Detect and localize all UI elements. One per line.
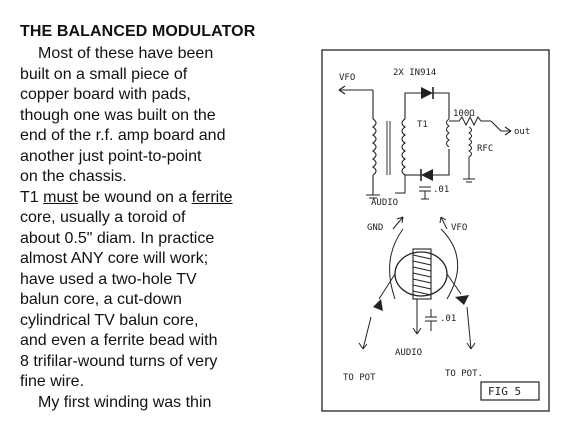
text-line: another just point-to-point bbox=[20, 147, 202, 165]
text-line: end of the r.f. amp board and bbox=[20, 127, 226, 144]
text-line: built on a small piece of bbox=[20, 65, 188, 83]
cap1-label: .01 bbox=[433, 185, 449, 195]
diodes-label: 2X IN914 bbox=[393, 68, 436, 78]
gnd-label: GND bbox=[367, 223, 383, 233]
diode-bottom bbox=[421, 169, 433, 181]
resistor bbox=[449, 115, 491, 127]
schematic-stroke bbox=[446, 273, 462, 295]
schematic-stroke bbox=[395, 175, 406, 194]
t1-label: T1 bbox=[417, 120, 428, 130]
ferrite-underlined: ferrite bbox=[191, 188, 233, 206]
to-pot-right-label: TO POT. bbox=[445, 369, 483, 379]
schematic-stroke bbox=[404, 92, 421, 119]
text-line: fine wire. bbox=[20, 373, 85, 390]
schematic-figure: VFO T1 2X IN914 100Ω bbox=[321, 49, 551, 413]
text-line: copper board with pads, bbox=[20, 86, 191, 103]
t1-middle: be wound on a bbox=[77, 188, 192, 206]
vfo-bottom-arrow bbox=[439, 216, 448, 230]
primary-coil bbox=[372, 118, 377, 176]
tertiary-coil bbox=[446, 118, 450, 148]
ground-symbol-1 bbox=[366, 175, 380, 199]
toroid-winding bbox=[412, 248, 432, 300]
rfc-label: RFC bbox=[477, 144, 493, 154]
text-line: My first winding was thin bbox=[38, 393, 212, 411]
text-line: cylindrical TV balun core, bbox=[20, 311, 199, 329]
text-line: almost ANY core will work; bbox=[20, 250, 209, 267]
text-line: though one was built on the bbox=[20, 106, 216, 124]
schematic-stroke bbox=[433, 92, 450, 119]
diode-left bbox=[373, 299, 383, 311]
text-line: about 0.5" diam. In practice bbox=[20, 229, 215, 247]
schematic-stroke bbox=[378, 273, 396, 300]
text-line: and even a ferrite bead with bbox=[20, 332, 218, 349]
transformer-core bbox=[386, 121, 391, 175]
gnd-arrow bbox=[392, 216, 404, 230]
rfc-coil bbox=[463, 126, 475, 183]
article-title: THE BALANCED MODULATOR bbox=[20, 23, 256, 40]
secondary-coil bbox=[401, 118, 406, 176]
cut-off-text-line bbox=[28, 419, 278, 425]
text-line: 8 trifilar-wound turns of very bbox=[20, 352, 218, 370]
out-arrow bbox=[490, 120, 512, 136]
to-pot-right-arrow bbox=[466, 306, 476, 350]
text-line: balun core, a cut-down bbox=[20, 291, 182, 308]
fig-label-box bbox=[480, 381, 540, 401]
toroid-core bbox=[394, 251, 448, 297]
capacitor-1 bbox=[419, 186, 431, 200]
text-line: core, usually a toroid of bbox=[20, 209, 186, 226]
text-line: Most of these have been bbox=[38, 45, 214, 62]
text-line-t1: T1 must be wound on a ferrite bbox=[20, 188, 320, 209]
resistor-label: 100Ω bbox=[453, 109, 475, 119]
vfo-top-label: VFO bbox=[339, 73, 355, 83]
audio-top-label: AUDIO bbox=[371, 198, 398, 208]
schematic-stroke bbox=[412, 254, 432, 296]
must-underlined: must bbox=[43, 188, 78, 206]
figure-frame bbox=[321, 49, 550, 412]
diode-right bbox=[455, 295, 469, 305]
article-body: Most of these have been built on a small… bbox=[20, 44, 320, 413]
text-line: on the chassis. bbox=[20, 168, 127, 185]
out-label: out bbox=[514, 127, 530, 137]
capacitor-2 bbox=[425, 309, 437, 331]
to-pot-left-arrow bbox=[358, 316, 372, 350]
schematic-drawing: VFO T1 2X IN914 100Ω bbox=[321, 49, 550, 412]
audio-bottom-label: AUDIO bbox=[395, 348, 422, 358]
schematic-stroke bbox=[412, 299, 422, 335]
schematic-stroke bbox=[433, 149, 450, 176]
cap2-label: .01 bbox=[440, 314, 456, 324]
fig-label: FIG 5 bbox=[488, 385, 521, 398]
to-pot-left-label: TO POT bbox=[343, 373, 376, 383]
t1-prefix: T1 bbox=[20, 188, 44, 206]
diode-top bbox=[421, 87, 433, 99]
schematic-stroke bbox=[440, 228, 459, 300]
schematic-stroke bbox=[389, 228, 404, 300]
vfo-bottom-label: VFO bbox=[451, 223, 467, 233]
vfo-top-arrow bbox=[338, 85, 373, 95]
text-line: have used a two-hole TV bbox=[20, 270, 197, 288]
